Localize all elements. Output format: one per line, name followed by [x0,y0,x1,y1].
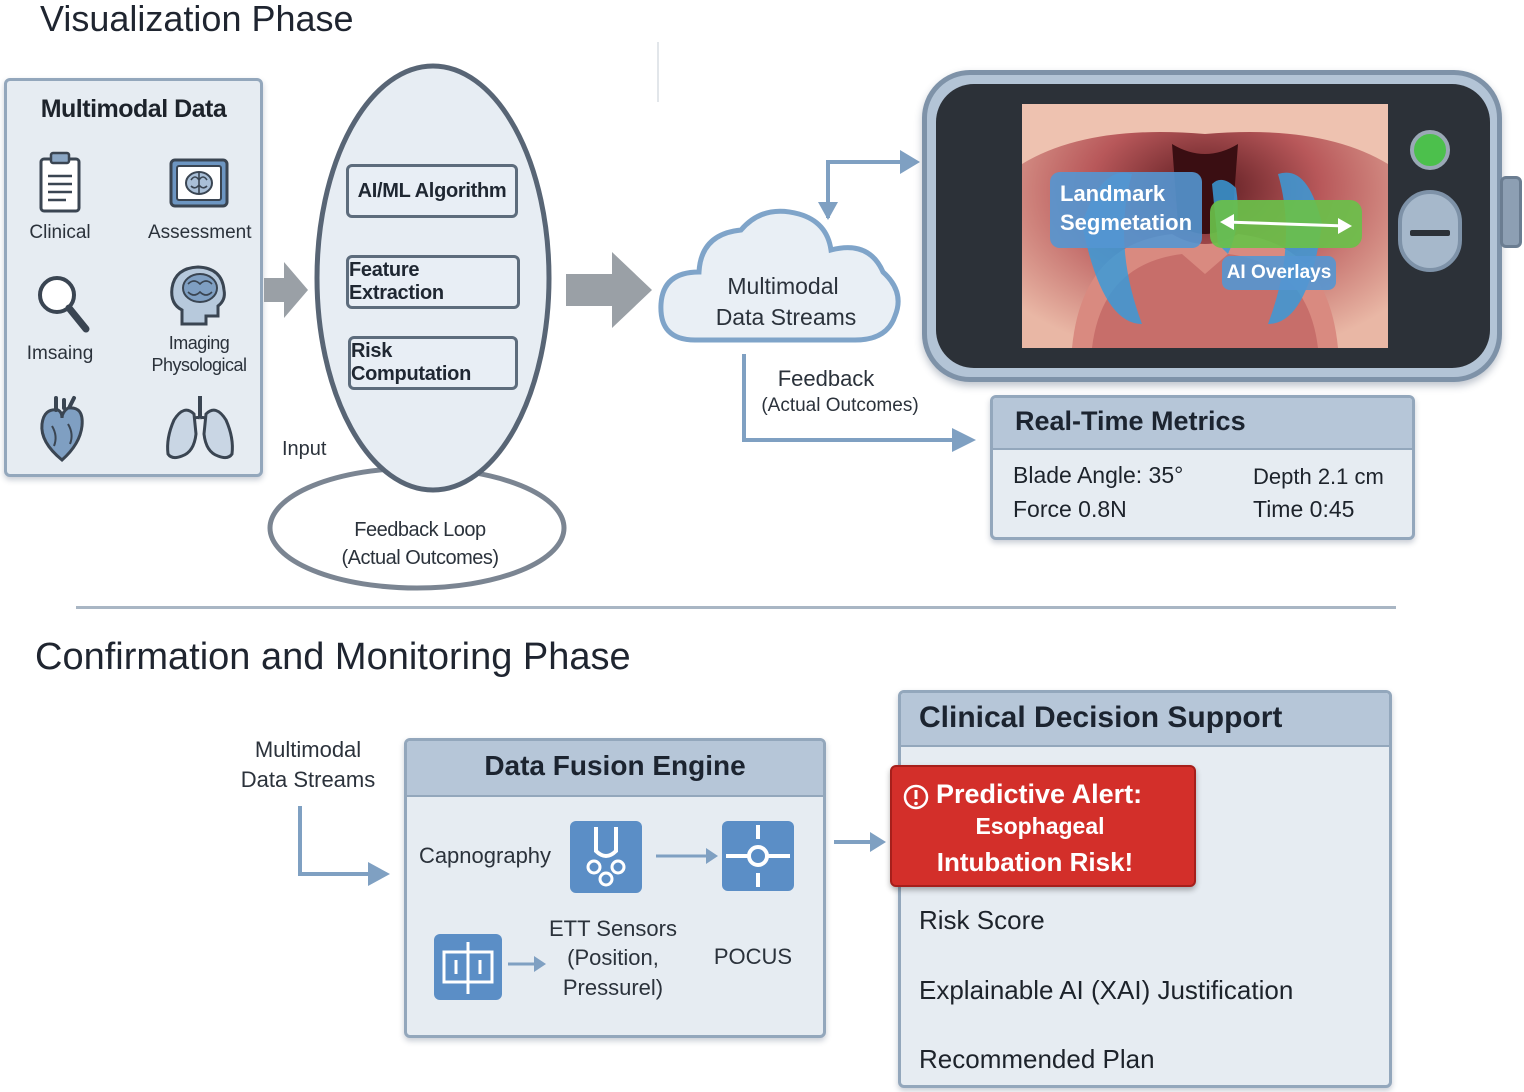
assessment-label: Assessment [148,222,252,243]
recommended-plan-item[interactable]: Recommended Plan [919,1044,1155,1074]
faint-divider [657,42,659,102]
alert-line1: Predictive Alert: [936,779,1143,809]
risk-computation-box: Risk Computation [348,336,518,390]
ett-to-sensors-arrow [508,956,546,972]
multimodal-data-title: Multimodal Data [40,95,227,123]
capnography-label: Capnography [418,843,552,868]
pocus-probe-icon [722,821,794,891]
feedback-loop-line2: (Actual Outcomes) [341,547,499,569]
capnography-to-pocus-arrow [656,848,718,864]
clipboard-icon [39,151,81,213]
cloud-line1: Multimodal [727,273,839,299]
landmark-segmentation-overlay: Landmark Segmetation [1050,172,1202,248]
depth-metric: Depth 2.1 cm [1253,464,1384,489]
ai-ml-algorithm-box: AI/ML Algorithm [346,164,518,218]
force-metric: Force 0.8N [1013,496,1127,522]
alert-line2: Esophageal [975,813,1105,839]
lungs-icon [166,396,234,460]
head-brain-icon [170,265,226,326]
imsaing-label: Imsaing [26,343,94,364]
clinical-label: Clinical [29,222,91,243]
feedback-label: Feedback [777,366,875,391]
visualization-phase-title: Visualization Phase [40,0,354,39]
device-side-button[interactable] [1500,176,1522,248]
time-metric: Time 0:45 [1253,496,1355,522]
cloud-device-arrows [818,150,920,220]
clinical-decision-support-panel: Clinical Decision Support Risk Score Exp… [898,690,1392,1088]
alert-line3: Intubation Risk! [936,847,1134,877]
pocus-label: POCUS [713,944,793,969]
feature-extraction-box: Feature Extraction [346,255,520,309]
clinical-decision-support-title: Clinical Decision Support [901,693,1389,747]
real-time-metrics-panel: Real-Time Metrics Blade Angle: 35° Depth… [990,395,1415,540]
ai-overlay-measure-arrow [1210,200,1362,248]
data-fusion-engine-title: Data Fusion Engine [407,741,823,797]
feedback-loop-line1: Feedback Loop [354,519,486,541]
magnifier-icon [38,276,90,333]
phase-divider [76,606,1396,609]
brain-screen-icon [169,158,229,208]
xai-justification-item[interactable]: Explainable AI (XAI) Justification [919,975,1294,1005]
alert-icon [903,784,929,810]
capnography-sensor-icon [570,821,642,893]
arrow-to-cloud [566,252,652,328]
imaging-physological-label: Imaging Physological [151,333,247,375]
feedback-sub-label: (Actual Outcomes) [761,395,919,416]
device-control-button[interactable] [1398,190,1462,272]
real-time-metrics-title: Real-Time Metrics [993,398,1412,450]
fusion-to-cds-arrow [834,832,886,852]
cloud-shape [658,208,901,343]
heart-icon [40,396,84,462]
risk-score-item[interactable]: Risk Score [919,905,1045,935]
predictive-alert-banner[interactable]: Predictive Alert: Esophageal Intubation … [890,765,1196,887]
streams-arrow [298,806,390,886]
arrow-to-algorithm [264,262,308,318]
ai-overlays-label: AI Overlays [1222,256,1336,290]
feedback-arrow [742,354,976,452]
ett-sensors-label: ETT Sensors (Position, Pressurel) [549,916,677,1000]
streams-label: Multimodal Data Streams [240,737,376,792]
monitoring-phase-title: Confirmation and Monitoring Phase [35,636,631,678]
ett-sensor-icon [434,934,502,1000]
status-led [1410,130,1450,170]
cloud-line2: Data Streams [715,304,857,330]
blade-angle-metric: Blade Angle: 35° [1013,462,1184,488]
input-label: Input [282,438,327,460]
